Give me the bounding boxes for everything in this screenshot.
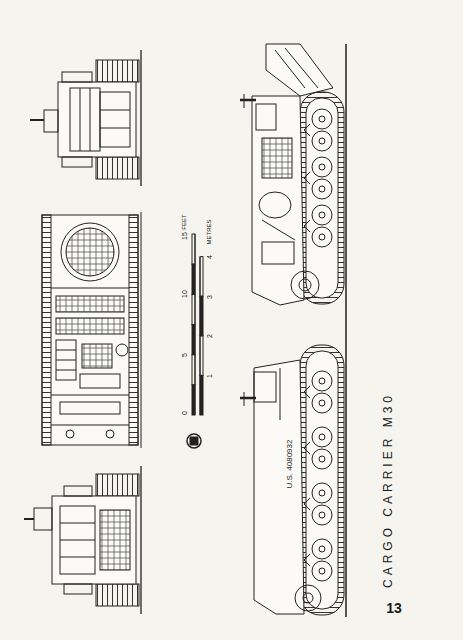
- scale-label: 4: [206, 255, 213, 259]
- side-view-cutaway: [240, 44, 344, 305]
- title: CARGO CARRIER M30: [382, 392, 394, 588]
- rear-view: [24, 474, 139, 606]
- scale-label-text: 10: [181, 290, 188, 298]
- scale-label: 2: [206, 334, 213, 338]
- scale-label: 3: [206, 295, 213, 299]
- bogie-unit: [304, 157, 332, 199]
- serial-number: U.S. 4080932: [285, 438, 295, 491]
- side-view-exterior: [240, 345, 344, 615]
- scale-label-text: 1: [206, 374, 213, 378]
- scale-label-text: 5: [181, 353, 188, 357]
- page-number-text: 13: [386, 601, 402, 615]
- bogie-unit: [304, 109, 332, 151]
- title-text: CARGO CARRIER M30: [382, 392, 394, 588]
- scale-label-text: 0: [181, 411, 188, 415]
- page-number: 13: [386, 601, 402, 615]
- serial-number-text: U.S. 4080932: [285, 438, 295, 491]
- plan-view: [42, 215, 138, 445]
- bogie-unit: [304, 427, 332, 469]
- scale-label-text: 15: [181, 232, 188, 240]
- front-view: [30, 60, 139, 179]
- scale-label-text: FEET: [181, 214, 187, 229]
- scale-label: 15: [181, 232, 188, 240]
- scale-label-text: METRES: [206, 219, 212, 244]
- scale-label-text: 4: [206, 255, 213, 259]
- scale-label: 10: [181, 290, 188, 298]
- scale-label: 0: [181, 411, 188, 415]
- scale-bar: [192, 234, 203, 415]
- scale-label-text: 2: [206, 334, 213, 338]
- bogie-unit: [304, 539, 332, 581]
- scale-label: METRES: [206, 219, 212, 244]
- scale-label: 5: [181, 353, 188, 357]
- scale-label: FEET: [181, 214, 187, 229]
- bogie-unit: [304, 371, 332, 413]
- bogie-unit: [304, 205, 332, 247]
- bogie-unit: [304, 483, 332, 525]
- scale-label-text: 3: [206, 295, 213, 299]
- scale-label: 1: [206, 374, 213, 378]
- publisher-emblem: [187, 434, 201, 448]
